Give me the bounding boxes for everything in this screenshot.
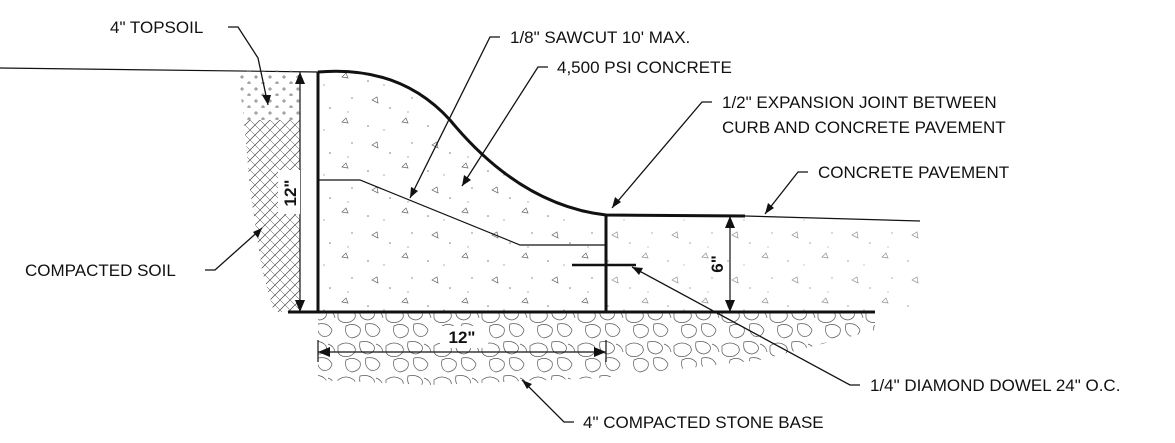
compacted-soil-label: COMPACTED SOIL [25,261,176,280]
expansion-label-line1: 1/2" EXPANSION JOINT BETWEEN [722,93,997,112]
expansion-label-line2: CURB AND CONCRETE PAVEMENT [722,118,1006,137]
height-dim-arrow-bottom [295,300,305,312]
sawcut-line [318,179,606,246]
pavement-surface-line [744,215,921,222]
height-dim-label-bg [278,170,300,214]
pavement-dim-arrow-bottom [725,300,735,312]
expansion-leader [611,101,712,209]
concrete-leader-arrow [462,175,471,186]
curb-concrete-region [318,71,606,312]
topsoil-leader [228,26,269,106]
concrete-leader [461,66,548,187]
compacted-soil-leader-arrow [253,228,262,238]
expansion-leader-arrow [612,197,621,208]
topsoil-leader-arrow [262,95,271,105]
dowel-leader [631,266,860,386]
pavement-label: CONCRETE PAVEMENT [818,163,1009,182]
topsoil-label: 4" TOPSOIL [110,18,203,37]
dowel-label: 1/4" DIAMOND DOWEL 24" O.C. [870,376,1120,395]
curb-height-label: 12" [281,180,300,207]
width-dim-arrow-left [318,347,330,357]
sawcut-label: 1/8" SAWCUT 10' MAX. [510,28,690,47]
curb-width-label: 12" [449,328,476,347]
pavement-leader [764,171,808,215]
sawcut-leader-arrow [410,187,418,198]
dowel-leader-arrow [632,267,643,275]
pavement-thickness-label: 6" [708,255,727,273]
curb-top-outline [317,69,746,218]
width-dim-label-bg [440,326,488,348]
compacted-soil-leader [205,227,263,271]
pavement-concrete-region [606,215,920,312]
concrete-label: 4,500 PSI CONCRETE [557,58,732,77]
stone-base-label: 4" COMPACTED STONE BASE [583,413,824,432]
pavement-leader-arrow [765,203,774,214]
pavement-dim-arrow-top [725,216,735,228]
width-dim-extension-lines [317,340,607,362]
height-dim-arrow-top [295,72,305,84]
stone-base-leader [521,379,574,423]
stone-base-leader-arrow [522,380,532,389]
sawcut-leader [409,36,500,199]
width-dim-arrow-right [594,347,606,357]
compacted-soil-region [244,120,300,312]
